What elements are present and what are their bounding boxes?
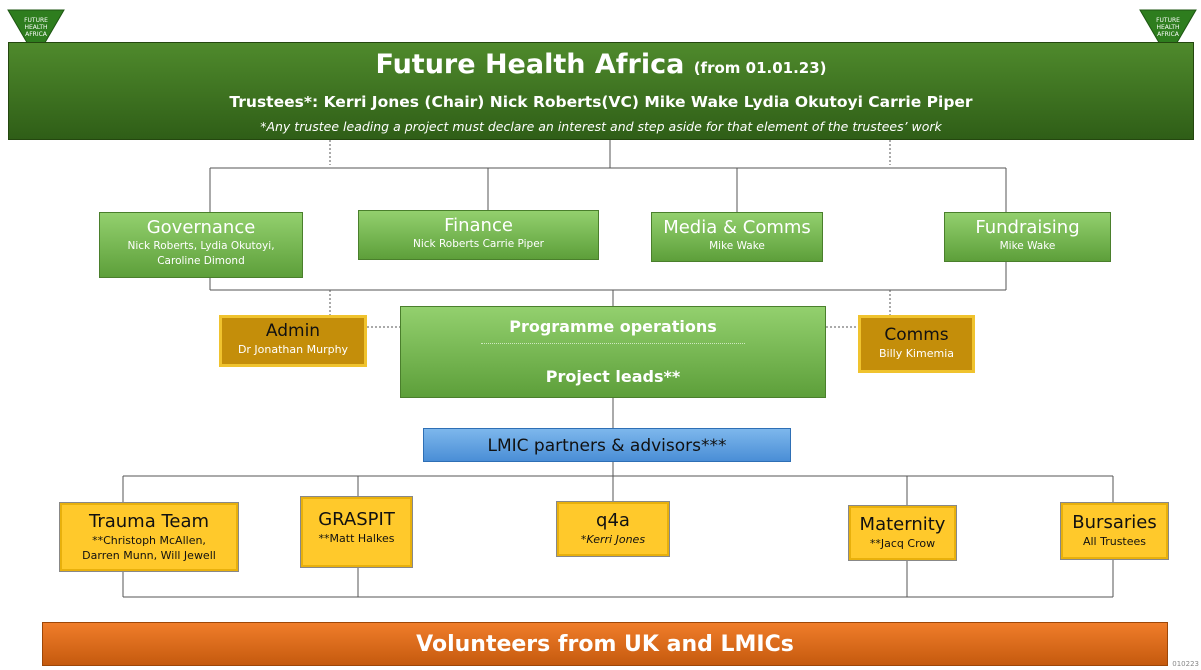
project-bursaries: Bursaries All Trustees	[1060, 502, 1169, 560]
committee-members: Mike Wake	[999, 240, 1056, 252]
project-maternity: Maternity **Jacq Crow	[848, 505, 957, 561]
org-name: Future Health Africa	[375, 49, 685, 80]
lmic-label: LMIC partners & advisors***	[487, 436, 727, 456]
project-leads-label: Project leads**	[545, 367, 681, 386]
project-q4a: q4a *Kerri Jones	[556, 501, 670, 557]
header-banner: Future Health Africa (from 01.01.23) Tru…	[8, 42, 1194, 140]
project-lead: **Christoph McAllen,	[92, 534, 206, 547]
svg-text:HEALTH: HEALTH	[1156, 24, 1179, 31]
project-graspit: GRASPIT **Matt Halkes	[300, 496, 413, 568]
programme-title: Programme operations	[509, 317, 717, 336]
project-trauma-team: Trauma Team **Christoph McAllen, Darren …	[59, 502, 239, 572]
svg-text:AFRICA: AFRICA	[1157, 31, 1180, 38]
committee-title: Governance	[146, 217, 256, 238]
start-date: (from 01.01.23)	[693, 59, 827, 77]
logo-left: FUTURE HEALTH AFRICA	[6, 8, 66, 60]
page-title: Future Health Africa (from 01.01.23)	[9, 49, 1193, 80]
logo-right: FUTURE HEALTH AFRICA	[1138, 8, 1198, 60]
committee-members: Mike Wake	[709, 240, 765, 252]
lmic-partners-box: LMIC partners & advisors***	[423, 428, 791, 462]
committee-media-comms: Media & Comms Mike Wake	[651, 212, 823, 262]
trustee-note: *Any trustee leading a project must decl…	[260, 119, 942, 134]
committee-governance: Governance Nick Roberts, Lydia Okutoyi, …	[99, 212, 303, 278]
svg-text:FUTURE: FUTURE	[1156, 17, 1180, 24]
footer-code: 010223	[1172, 660, 1199, 668]
comms-box: Comms Billy Kimemia	[858, 315, 975, 373]
project-lead: *Kerri Jones	[580, 533, 646, 546]
project-title: Maternity	[859, 514, 946, 535]
committee-members: Nick Roberts, Lydia Okutoyi,	[127, 240, 275, 252]
volunteers-label: Volunteers from UK and LMICs	[416, 632, 794, 657]
committee-members: Nick Roberts Carrie Piper	[413, 238, 544, 250]
divider	[481, 343, 745, 344]
project-title: q4a	[596, 510, 630, 531]
programme-operations-box: Programme operations Project leads**	[400, 306, 826, 398]
admin-title: Admin	[265, 321, 321, 341]
volunteers-bar: Volunteers from UK and LMICs	[42, 622, 1168, 666]
committee-members: Caroline Dimond	[157, 255, 245, 267]
trustees-label: Trustees*:	[229, 93, 319, 111]
project-lead: Darren Munn, Will Jewell	[82, 549, 216, 562]
committee-title: Fundraising	[975, 217, 1080, 238]
trustees-names: Kerri Jones (Chair) Nick Roberts(VC) Mik…	[323, 93, 973, 111]
project-title: GRASPIT	[318, 509, 395, 530]
admin-person: Dr Jonathan Murphy	[237, 343, 349, 356]
committee-finance: Finance Nick Roberts Carrie Piper	[358, 210, 599, 260]
project-title: Trauma Team	[88, 511, 210, 532]
project-title: Bursaries	[1072, 512, 1157, 533]
committee-fundraising: Fundraising Mike Wake	[944, 212, 1111, 262]
committee-title: Media & Comms	[663, 217, 811, 238]
project-lead: **Matt Halkes	[318, 532, 395, 545]
svg-text:FUTURE: FUTURE	[24, 17, 48, 24]
svg-text:HEALTH: HEALTH	[24, 24, 47, 31]
project-lead: **Jacq Crow	[869, 537, 936, 550]
admin-box: Admin Dr Jonathan Murphy	[219, 315, 367, 367]
project-lead: All Trustees	[1082, 535, 1147, 548]
committee-title: Finance	[444, 215, 513, 236]
comms-title: Comms	[884, 325, 949, 345]
svg-text:AFRICA: AFRICA	[25, 31, 48, 38]
comms-person: Billy Kimemia	[879, 347, 954, 360]
trustees-line: Trustees*: Kerri Jones (Chair) Nick Robe…	[9, 93, 1193, 111]
